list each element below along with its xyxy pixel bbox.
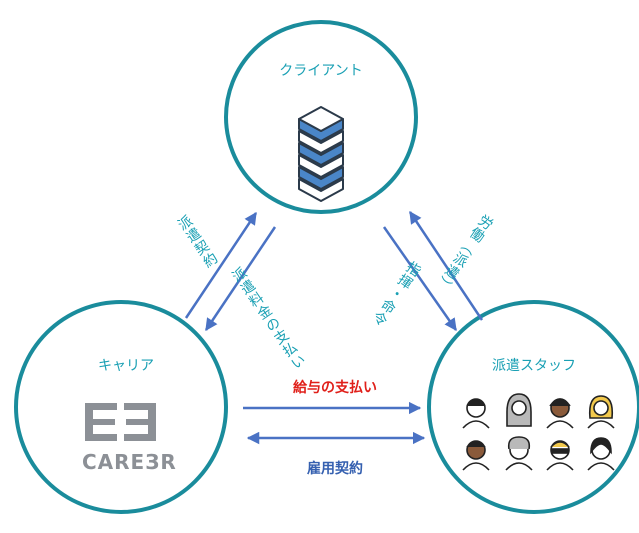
staff-label: 派遣スタッフ	[492, 358, 576, 374]
server-stack-icon	[298, 106, 344, 202]
arrow-labor	[408, 210, 484, 321]
arrow-dispatch-fee	[204, 226, 277, 332]
people-faces-icon	[462, 393, 615, 471]
career-label: キャリア	[98, 358, 154, 374]
arrow-dispatch-contract	[184, 211, 258, 319]
staff-circle	[427, 300, 639, 514]
e3-logo	[85, 403, 156, 441]
career-logo-text: CAREЗR	[82, 450, 177, 474]
label-salary: 給与の支払い	[293, 380, 377, 396]
arrow-instruction	[382, 226, 458, 332]
career-circle	[14, 300, 228, 514]
client-label: クライアント	[279, 63, 363, 79]
label-employment: 雇用契約	[307, 461, 363, 477]
